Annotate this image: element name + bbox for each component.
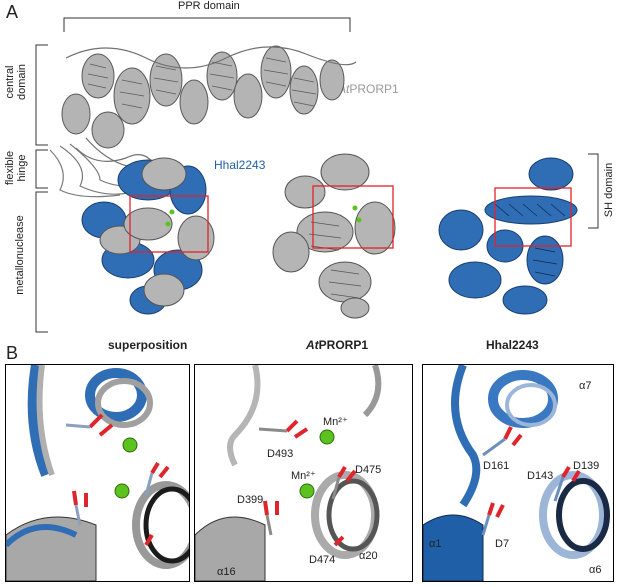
panel-a-letter: A <box>6 2 19 22</box>
label-d475: D475 <box>355 464 381 476</box>
label-alpha16: α16 <box>217 566 236 578</box>
atprorp1-structure-label: AtPRORP1 <box>338 82 399 96</box>
label-d474: D474 <box>309 554 335 566</box>
hhal2243-structure <box>438 157 578 315</box>
closeup-atprorp1-graphic: D493 Mn²⁺ D475 Mn²⁺ D399 D474 α20 α16 <box>195 365 381 581</box>
label-d139: D139 <box>573 460 599 472</box>
sh-domain-label: SH domain <box>603 162 615 218</box>
label-alpha1: α1 <box>429 538 441 550</box>
label-d161: D161 <box>483 460 509 472</box>
ppr-central-domain-structure <box>61 45 357 170</box>
closeup-superposition-panel <box>5 364 190 582</box>
closeup-superposition-graphic <box>6 365 189 581</box>
label-d399: D399 <box>237 494 263 506</box>
caption-superposition: superposition <box>108 338 188 352</box>
closeup-hhal2243-panel: α7 D161 D143 D139 D7 α1 α6 <box>422 364 614 582</box>
ppr-domain-bracket <box>63 17 351 32</box>
label-mn-left: Mn²⁺ <box>291 470 316 482</box>
label-alpha6: α6 <box>589 564 601 576</box>
caption-hhal2243: Hhal2243 <box>486 338 539 352</box>
metallonuclease-label: metallonuclease <box>14 215 26 295</box>
hhal2243-structure-label: Hhal2243 <box>214 158 266 172</box>
label-d493: D493 <box>267 448 293 460</box>
label-d143: D143 <box>527 470 553 482</box>
label-alpha20: α20 <box>359 550 378 562</box>
panel-b-letter: B <box>6 343 19 363</box>
left-domain-brackets <box>35 44 48 333</box>
atprorp1-structure <box>272 153 396 319</box>
caption-atprorp1: AtPRORP1 <box>306 338 369 352</box>
label-alpha7: α7 <box>579 380 591 392</box>
label-d7: D7 <box>495 538 509 550</box>
sh-domain-bracket <box>588 153 599 229</box>
superposition-structure <box>81 157 215 315</box>
closeup-hhal2243-graphic: α7 D161 D143 D139 D7 α1 α6 <box>423 365 610 581</box>
central-domain-label: central domain <box>4 63 28 101</box>
flexible-hinge-label: flexible hinge <box>4 150 28 186</box>
ppr-domain-label: PPR domain <box>178 0 240 12</box>
closeup-atprorp1-panel: D493 Mn²⁺ D475 Mn²⁺ D399 D474 α20 α16 <box>194 364 413 582</box>
label-mn-top: Mn²⁺ <box>323 416 348 428</box>
